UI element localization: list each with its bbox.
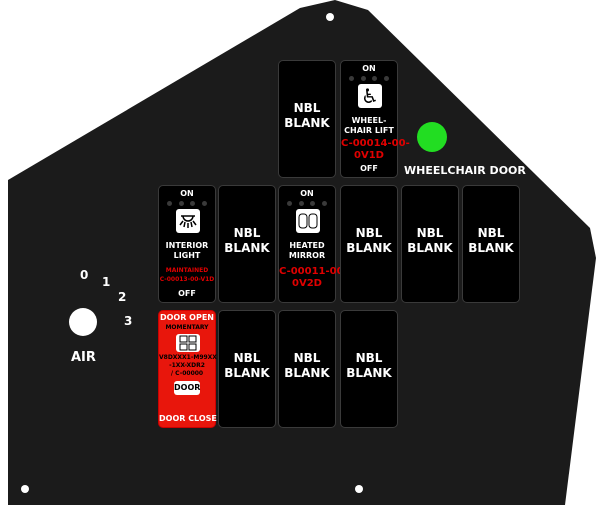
blank-line2: BLANK [346, 241, 392, 255]
off-label: OFF [360, 164, 378, 173]
part-code: -1XX-XDR2 [169, 362, 205, 369]
blank-line2: BLANK [346, 366, 392, 380]
mount-hole [21, 485, 29, 493]
air-knob [69, 308, 97, 336]
on-label: ON [362, 64, 376, 73]
air-pos-0: 0 [80, 268, 89, 282]
label: LIGHT [173, 251, 201, 260]
blank-line1: NBL [293, 351, 321, 365]
wheelchair-lift-switch[interactable]: ON ♿ WHEEL-CHAIR LIFT C-00014-00-0V1D OF… [340, 60, 410, 178]
part-code: 0V1D [354, 150, 384, 161]
blank-line2: BLANK [284, 366, 330, 380]
heated-mirror-icon [296, 209, 320, 233]
wheelchair-icon: ♿ [358, 84, 382, 108]
part-code: / C-00000 [170, 370, 204, 377]
wheelchair-door-indicator [417, 122, 447, 152]
blank-line2: BLANK [407, 241, 453, 255]
door-switch[interactable]: DOOR OPEN MOMENTARY V8DXXX1-M99XX-1XX-XD… [158, 310, 217, 428]
mount-hole [326, 13, 334, 21]
air-pos-3: 3 [124, 314, 133, 328]
label: MIRROR [288, 251, 326, 260]
part-code: C-00014-00- [341, 138, 410, 149]
part-code: V8DXXX1-M99XX [159, 354, 217, 361]
blank-line1: NBL [233, 226, 261, 240]
door-open-label: DOOR OPEN [159, 313, 214, 322]
wheelchair-door-label: WHEELCHAIR DOOR [404, 164, 526, 177]
blank-line1: NBL [355, 351, 383, 365]
label: HEATED [289, 241, 325, 250]
part-code: C-00011-00- [279, 266, 348, 277]
door-close-label: DOOR CLOSE [159, 414, 217, 423]
part-code: C-00013-00-V1D [159, 276, 215, 283]
label: CHAIR LIFT [344, 126, 394, 135]
off-label: OFF [178, 289, 196, 298]
dome-light-icon [176, 209, 200, 233]
blank-line2: BLANK [224, 241, 270, 255]
blank-line2: BLANK [224, 366, 270, 380]
blank-line1: NBL [477, 226, 505, 240]
on-label: ON [300, 189, 314, 198]
part-code: 0V2D [292, 278, 322, 289]
door-icon [176, 334, 200, 352]
air-pos-1: 1 [102, 275, 111, 289]
label: INTERIOR [165, 241, 209, 250]
blank-line2: BLANK [468, 241, 514, 255]
mode-label: MOMENTARY [165, 324, 209, 331]
label: WHEEL- [351, 116, 387, 125]
air-pos-2: 2 [118, 290, 127, 304]
blank-line1: NBL [233, 351, 261, 365]
on-label: ON [180, 189, 194, 198]
blank-line1: NBL [355, 226, 383, 240]
mode-label: MAINTAINED [165, 267, 209, 274]
air-label: AIR [71, 350, 96, 365]
blank-line2: BLANK [284, 116, 330, 130]
mount-hole [355, 485, 363, 493]
door-button-label: DOOR [174, 381, 200, 395]
blank-line1: NBL [416, 226, 444, 240]
blank-line1: NBL [293, 101, 321, 115]
